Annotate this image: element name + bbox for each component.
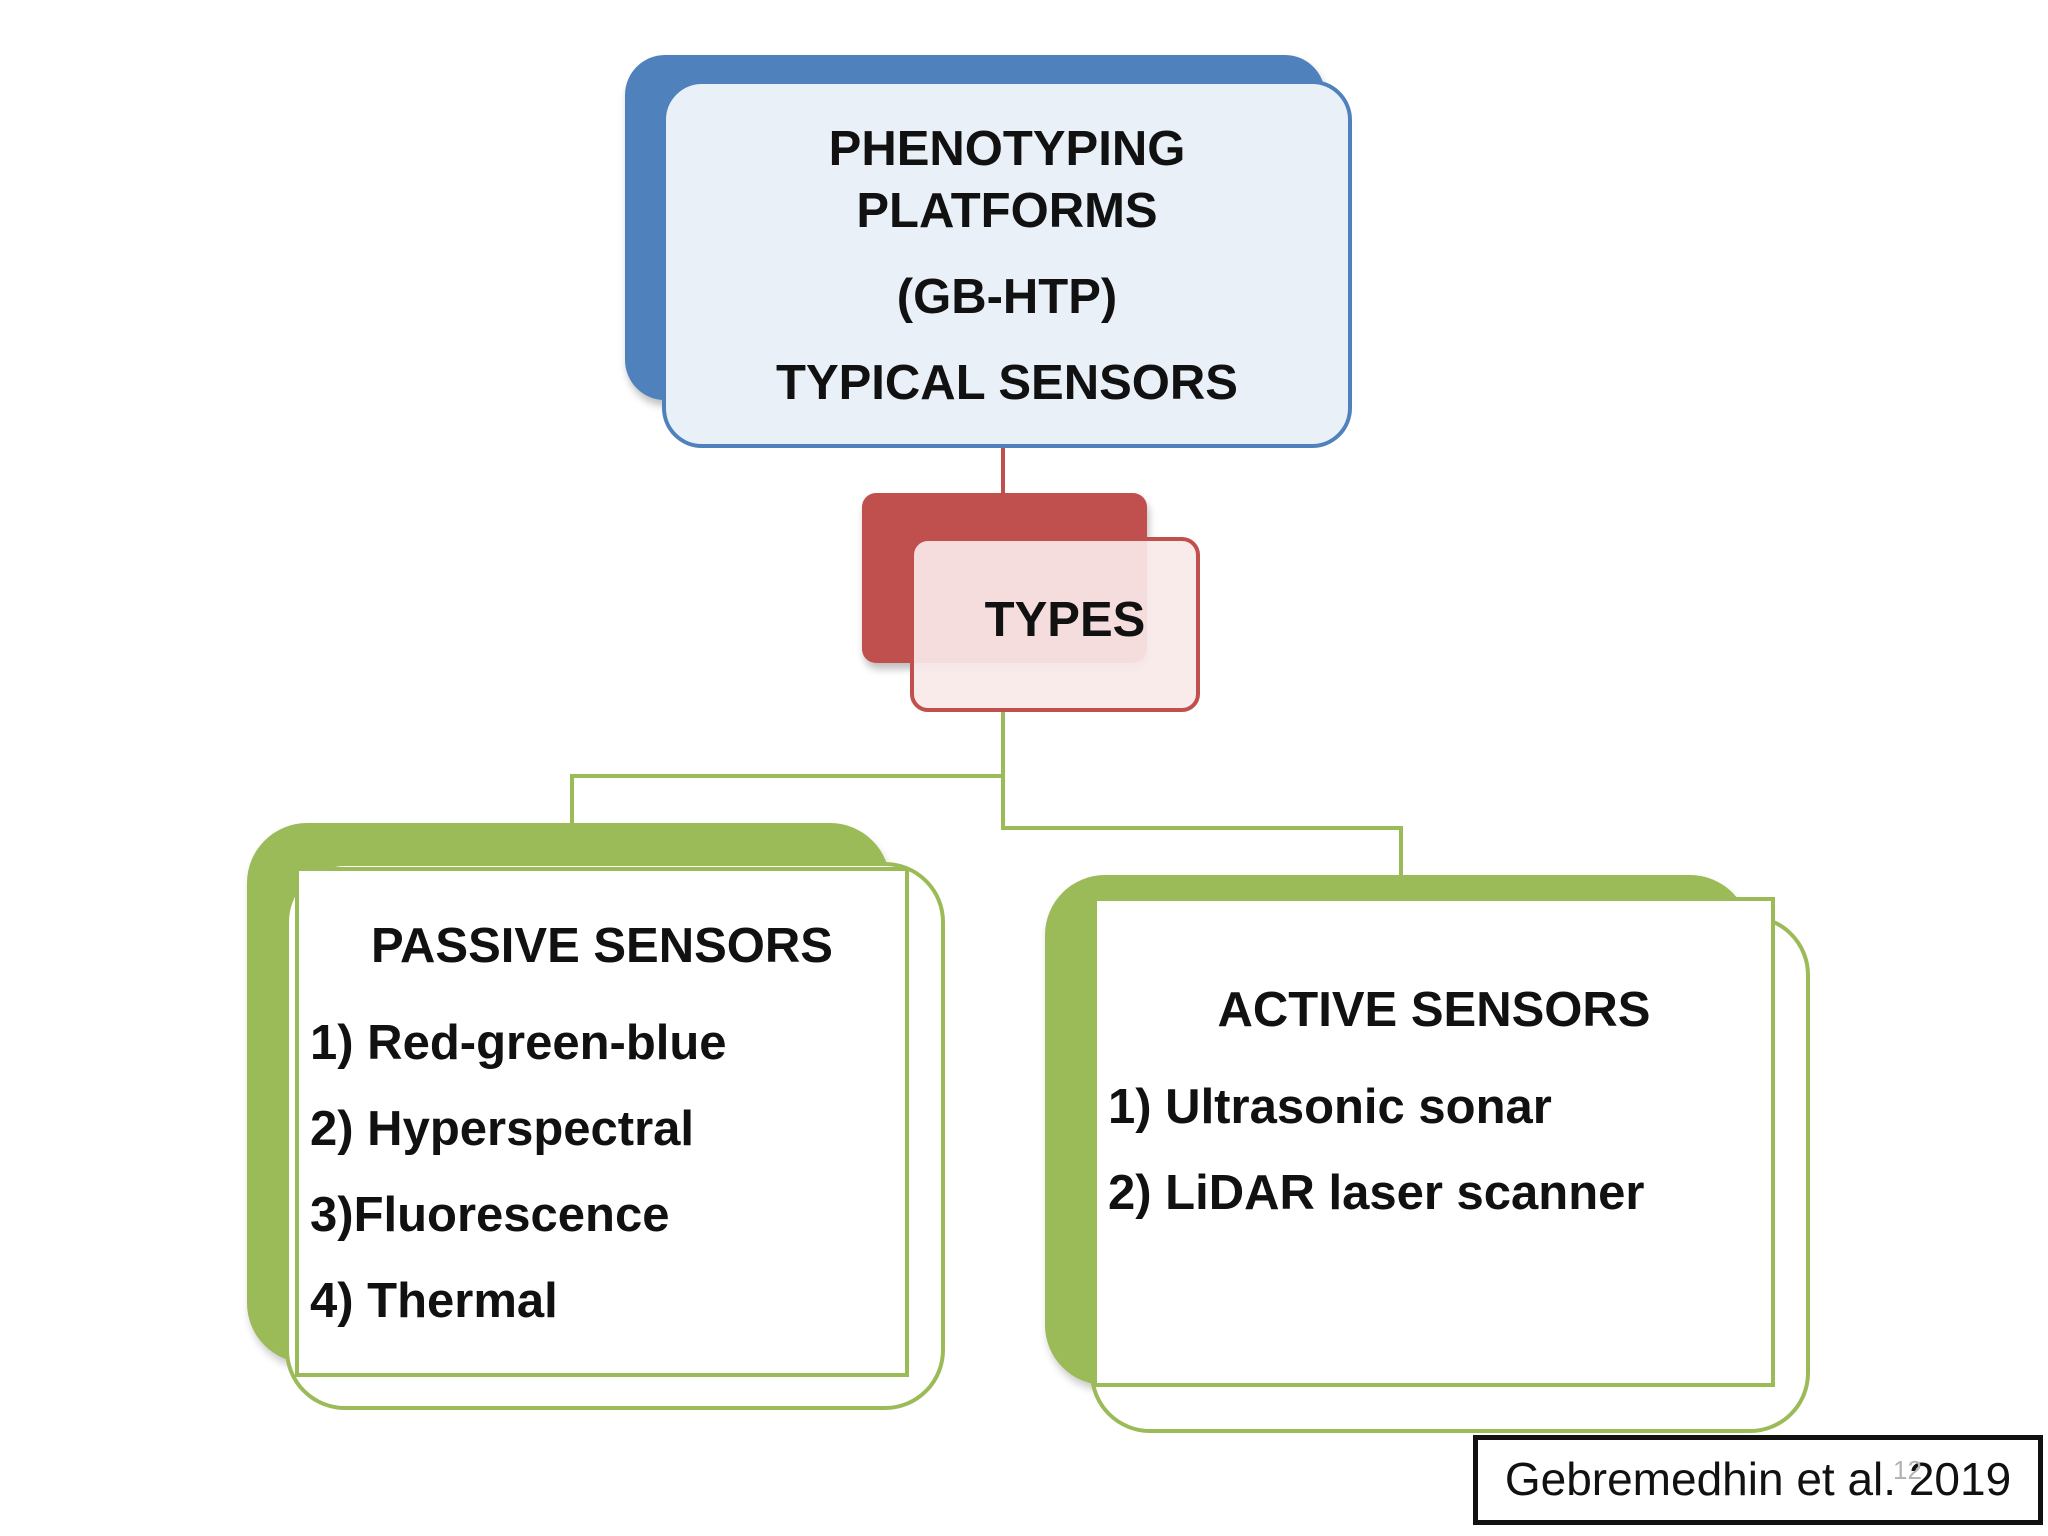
list-item: 2) LiDAR laser scanner [1108,1166,1645,1220]
connector-top-to-types [1001,448,1005,493]
citation-text: Gebremedhin et al. 2019 [1504,1453,2012,1505]
types-node-label: TYPES [984,593,1146,647]
types-node-box [910,537,1200,712]
connector-left-drop [570,774,574,824]
top-node-text: PHENOTYPING PLATFORMS (GB-HTP) TYPICAL S… [662,118,1352,414]
active-node-title: ACTIVE SENSORS [1217,983,1651,1037]
list-item: 3)Fluorescence [310,1188,670,1242]
top-node-line3: (GB-HTP) [896,270,1118,324]
connector-horizontal-left [570,774,1005,778]
top-node-box [662,80,1352,448]
top-node-line4: TYPICAL SENSORS [776,356,1238,410]
list-item: 1) Red-green-blue [310,1016,727,1070]
connector-horizontal-right [1001,826,1403,830]
connector-right-drop [1399,826,1403,876]
list-item: 4) Thermal [310,1274,558,1328]
passive-node-box [295,867,909,1377]
passive-sensor-list: 1) Red-green-blue 2) Hyperspectral 3)Flu… [310,1000,727,1344]
page-number: 12 [1893,1455,1922,1485]
active-node-box [1093,897,1775,1387]
active-sensor-list: 1) Ultrasonic sonar 2) LiDAR laser scann… [1108,1064,1645,1236]
passive-node-title: PASSIVE SENSORS [370,919,833,973]
top-node-line2: PLATFORMS [856,184,1158,238]
top-node-line1: PHENOTYPING [828,122,1186,176]
list-item: 2) Hyperspectral [310,1102,695,1156]
list-item: 1) Ultrasonic sonar [1108,1080,1552,1134]
citation-box [1473,1435,2043,1525]
connector-types-down [1001,712,1005,830]
